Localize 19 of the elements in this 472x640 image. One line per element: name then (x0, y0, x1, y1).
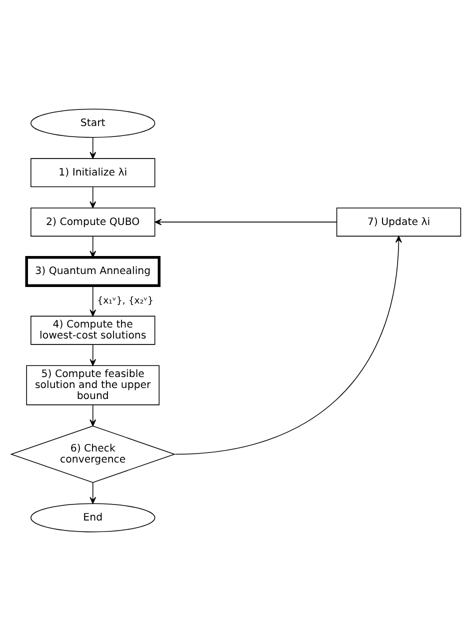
arrow (90, 482, 96, 504)
node-box: 3) Quantum Annealing (25, 256, 161, 286)
arrow (154, 218, 337, 225)
edge-label: {x₁ᵛ}, {x₂ᵛ} (97, 294, 154, 306)
node-box: 2) Compute QUBO (30, 207, 156, 236)
arrow (90, 186, 96, 208)
node-diamond: 6) Check convergence (10, 425, 176, 482)
arrow (90, 344, 96, 366)
arrow (90, 284, 96, 316)
arrow (90, 136, 96, 158)
node-box: 1) Initialize λi (30, 158, 156, 187)
arrow (90, 404, 96, 426)
arrow (174, 235, 402, 454)
arrow (90, 236, 96, 258)
node-ellipse: Start (30, 108, 156, 138)
node-box: 4) Compute the lowest-cost solutions (30, 315, 156, 344)
node-box: 5) Compute feasible solution and the upper bound (26, 364, 160, 405)
node-ellipse: End (30, 502, 156, 532)
node-box: 7) Update λi (336, 207, 462, 236)
